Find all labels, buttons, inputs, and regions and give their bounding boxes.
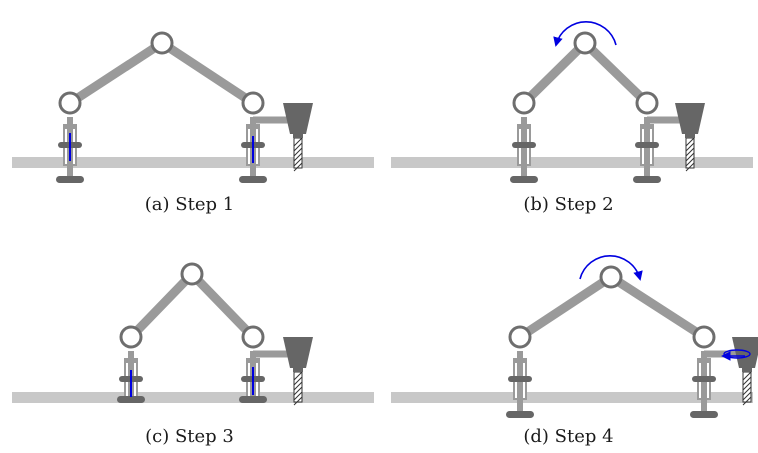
p1-left-leg-clamp <box>512 142 536 148</box>
drill-bit-stripe <box>293 157 303 167</box>
drill-bit-stripe <box>293 391 303 401</box>
p3-right-leg-cap <box>697 358 711 363</box>
joint-top <box>573 31 597 55</box>
arm-link-left <box>519 38 590 108</box>
p1-right-leg-clamp <box>635 142 659 148</box>
ground-bar <box>391 157 753 168</box>
caption-step-4: (d) Step 4 <box>523 426 614 447</box>
drill-bit-stripe <box>742 386 752 396</box>
drill-bit-hatch <box>293 371 303 406</box>
drill-bit-hatch <box>742 371 752 406</box>
p3-left-leg-clamp <box>508 376 532 382</box>
p3-left-leg-cap <box>513 358 527 363</box>
p3-left-foot-pad <box>506 411 534 418</box>
robot-diagram-step-1 <box>12 31 374 183</box>
panel-step-1: (a) Step 1 <box>0 0 379 226</box>
joint-top <box>180 262 204 286</box>
drill-bit-stripe <box>293 381 303 391</box>
joint-top <box>150 31 174 55</box>
drill-bit-stripe <box>742 381 752 391</box>
spindle-head <box>283 103 313 134</box>
p1-left-foot-pad <box>510 176 538 183</box>
drill-bit-stripe <box>742 371 752 381</box>
drill-bit-stripe <box>742 376 752 386</box>
p2-left-foot-pad <box>117 396 145 403</box>
ground-bar <box>391 392 753 403</box>
joint-left <box>119 325 143 349</box>
caption-step-3: (c) Step 3 <box>145 426 234 447</box>
drill-bit-stripe <box>293 137 303 147</box>
joint-left <box>508 325 532 349</box>
drill-bit-stripe <box>293 376 303 386</box>
drill-bit-stripe <box>293 152 303 162</box>
panel-step-4: (d) Step 4 <box>379 226 758 452</box>
drill-bit-stripe <box>685 152 695 162</box>
p3-right-leg-clamp <box>692 376 716 382</box>
joint-right <box>692 325 716 349</box>
drill-bit-stripe <box>293 386 303 396</box>
ground-bar <box>12 392 374 403</box>
drill-bit-hatch <box>685 137 695 172</box>
drill-bit-stripe <box>742 391 752 401</box>
panel-step-2: (b) Step 2 <box>379 0 758 226</box>
drill-bit-stripe <box>293 371 303 381</box>
drill-bit-stripe <box>685 137 695 147</box>
p2-left-leg-cap <box>124 358 138 363</box>
drill-bit-stripe <box>293 142 303 152</box>
p1-right-foot-pad <box>633 176 661 183</box>
spindle-collet <box>685 132 695 138</box>
joint-left <box>58 91 82 115</box>
drill-bit-stripe <box>293 162 303 172</box>
panel-step-3: (c) Step 3 <box>0 226 379 452</box>
drill-bit-hatch <box>293 137 303 172</box>
robot-diagram-step-4 <box>391 255 758 418</box>
p0-left-leg-cap <box>63 124 77 129</box>
spindle-collet <box>742 366 752 372</box>
p0-left-foot-pad <box>56 176 84 183</box>
spindle-collet <box>293 132 303 138</box>
p0-right-foot-pad <box>239 176 267 183</box>
p3-right-foot-pad <box>690 411 718 418</box>
drill-bit-stripe <box>685 162 695 172</box>
joint-left <box>512 91 536 115</box>
arm-link-left <box>515 272 616 342</box>
robot-diagram-step-3 <box>12 262 374 406</box>
drill-bit-stripe <box>293 396 303 406</box>
arm-link-right <box>606 272 709 342</box>
ground-bar <box>12 157 374 168</box>
drill-bit-stripe <box>685 147 695 157</box>
arm-link-right <box>157 38 258 108</box>
joint-right <box>635 91 659 115</box>
spindle-head <box>732 337 758 368</box>
spindle-collet <box>293 366 303 372</box>
drill-bit-stripe <box>293 147 303 157</box>
arm-link-left <box>126 269 197 342</box>
p0-right-leg-cap <box>246 124 260 129</box>
spindle-head <box>675 103 705 134</box>
caption-step-1: (a) Step 1 <box>144 194 235 215</box>
rotation-arrow <box>553 21 617 47</box>
drill-bit-stripe <box>742 396 752 406</box>
joint-top <box>599 265 623 289</box>
spindle-head <box>283 337 313 368</box>
rotation-arrow <box>579 255 643 281</box>
caption-step-2: (b) Step 2 <box>523 194 614 215</box>
joint-right <box>241 91 265 115</box>
p1-left-leg-cap <box>517 124 531 129</box>
p2-right-foot-pad <box>239 396 267 403</box>
arm-link-right <box>187 269 258 342</box>
p1-right-leg-cap <box>640 124 654 129</box>
arm-link-right <box>580 38 652 108</box>
joint-right <box>241 325 265 349</box>
robot-diagram-step-2 <box>391 21 753 183</box>
arm-link-left <box>65 38 167 108</box>
drill-bit-stripe <box>685 142 695 152</box>
drill-bit-stripe <box>685 157 695 167</box>
p2-right-leg-cap <box>246 358 260 363</box>
